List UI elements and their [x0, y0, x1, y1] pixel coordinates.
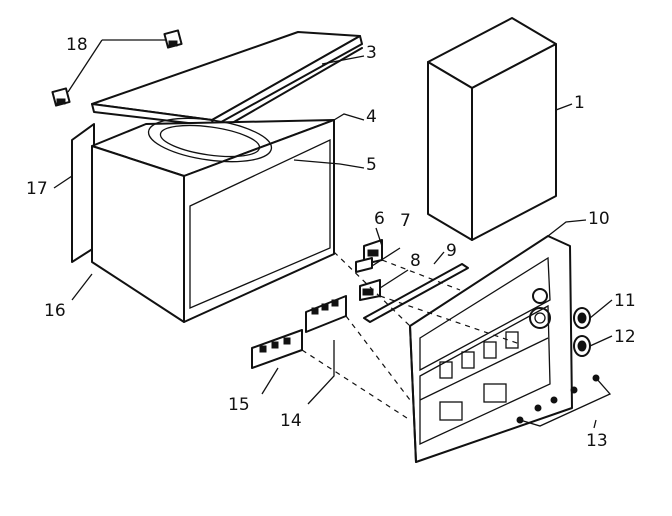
- callout-labels: 1 3 4 5 6 7 8 9 10 11 12 13 14 15 16 17 …: [26, 35, 636, 451]
- callout-17: 17: [26, 179, 48, 199]
- callout-14: 14: [280, 411, 302, 431]
- callout-8: 8: [410, 251, 421, 271]
- part-9-bar: [363, 263, 469, 323]
- part-10-front-panel: [409, 235, 573, 463]
- callout-5: 5: [366, 155, 377, 175]
- callout-11: 11: [614, 291, 636, 311]
- callout-16: 16: [44, 301, 66, 321]
- callout-9: 9: [446, 241, 457, 261]
- part-1-speaker-box: [427, 17, 557, 241]
- callout-12: 12: [614, 327, 636, 347]
- leader-lines: [53, 55, 613, 429]
- part-13-screws: [516, 374, 612, 427]
- callout-7: 7: [400, 211, 411, 231]
- callout-18: 18: [66, 35, 88, 55]
- callout-1: 1: [574, 93, 585, 113]
- part-17-back-panel: [71, 123, 95, 263]
- part-3-lid: [91, 31, 363, 131]
- part-6-7-8-brackets: [355, 239, 383, 301]
- alignment-lines: [301, 251, 521, 421]
- callout-4: 4: [366, 107, 377, 127]
- part-16-cabinet: [91, 117, 335, 323]
- part-18-hinges: [51, 29, 183, 107]
- part-11-12-knobs: [573, 307, 591, 357]
- callout-15: 15: [228, 395, 250, 415]
- callout-6: 6: [374, 209, 385, 229]
- part-14-15-switch-blocks: [251, 295, 347, 369]
- callout-3: 3: [366, 43, 377, 63]
- callout-10: 10: [588, 209, 610, 229]
- callout-13: 13: [586, 431, 608, 451]
